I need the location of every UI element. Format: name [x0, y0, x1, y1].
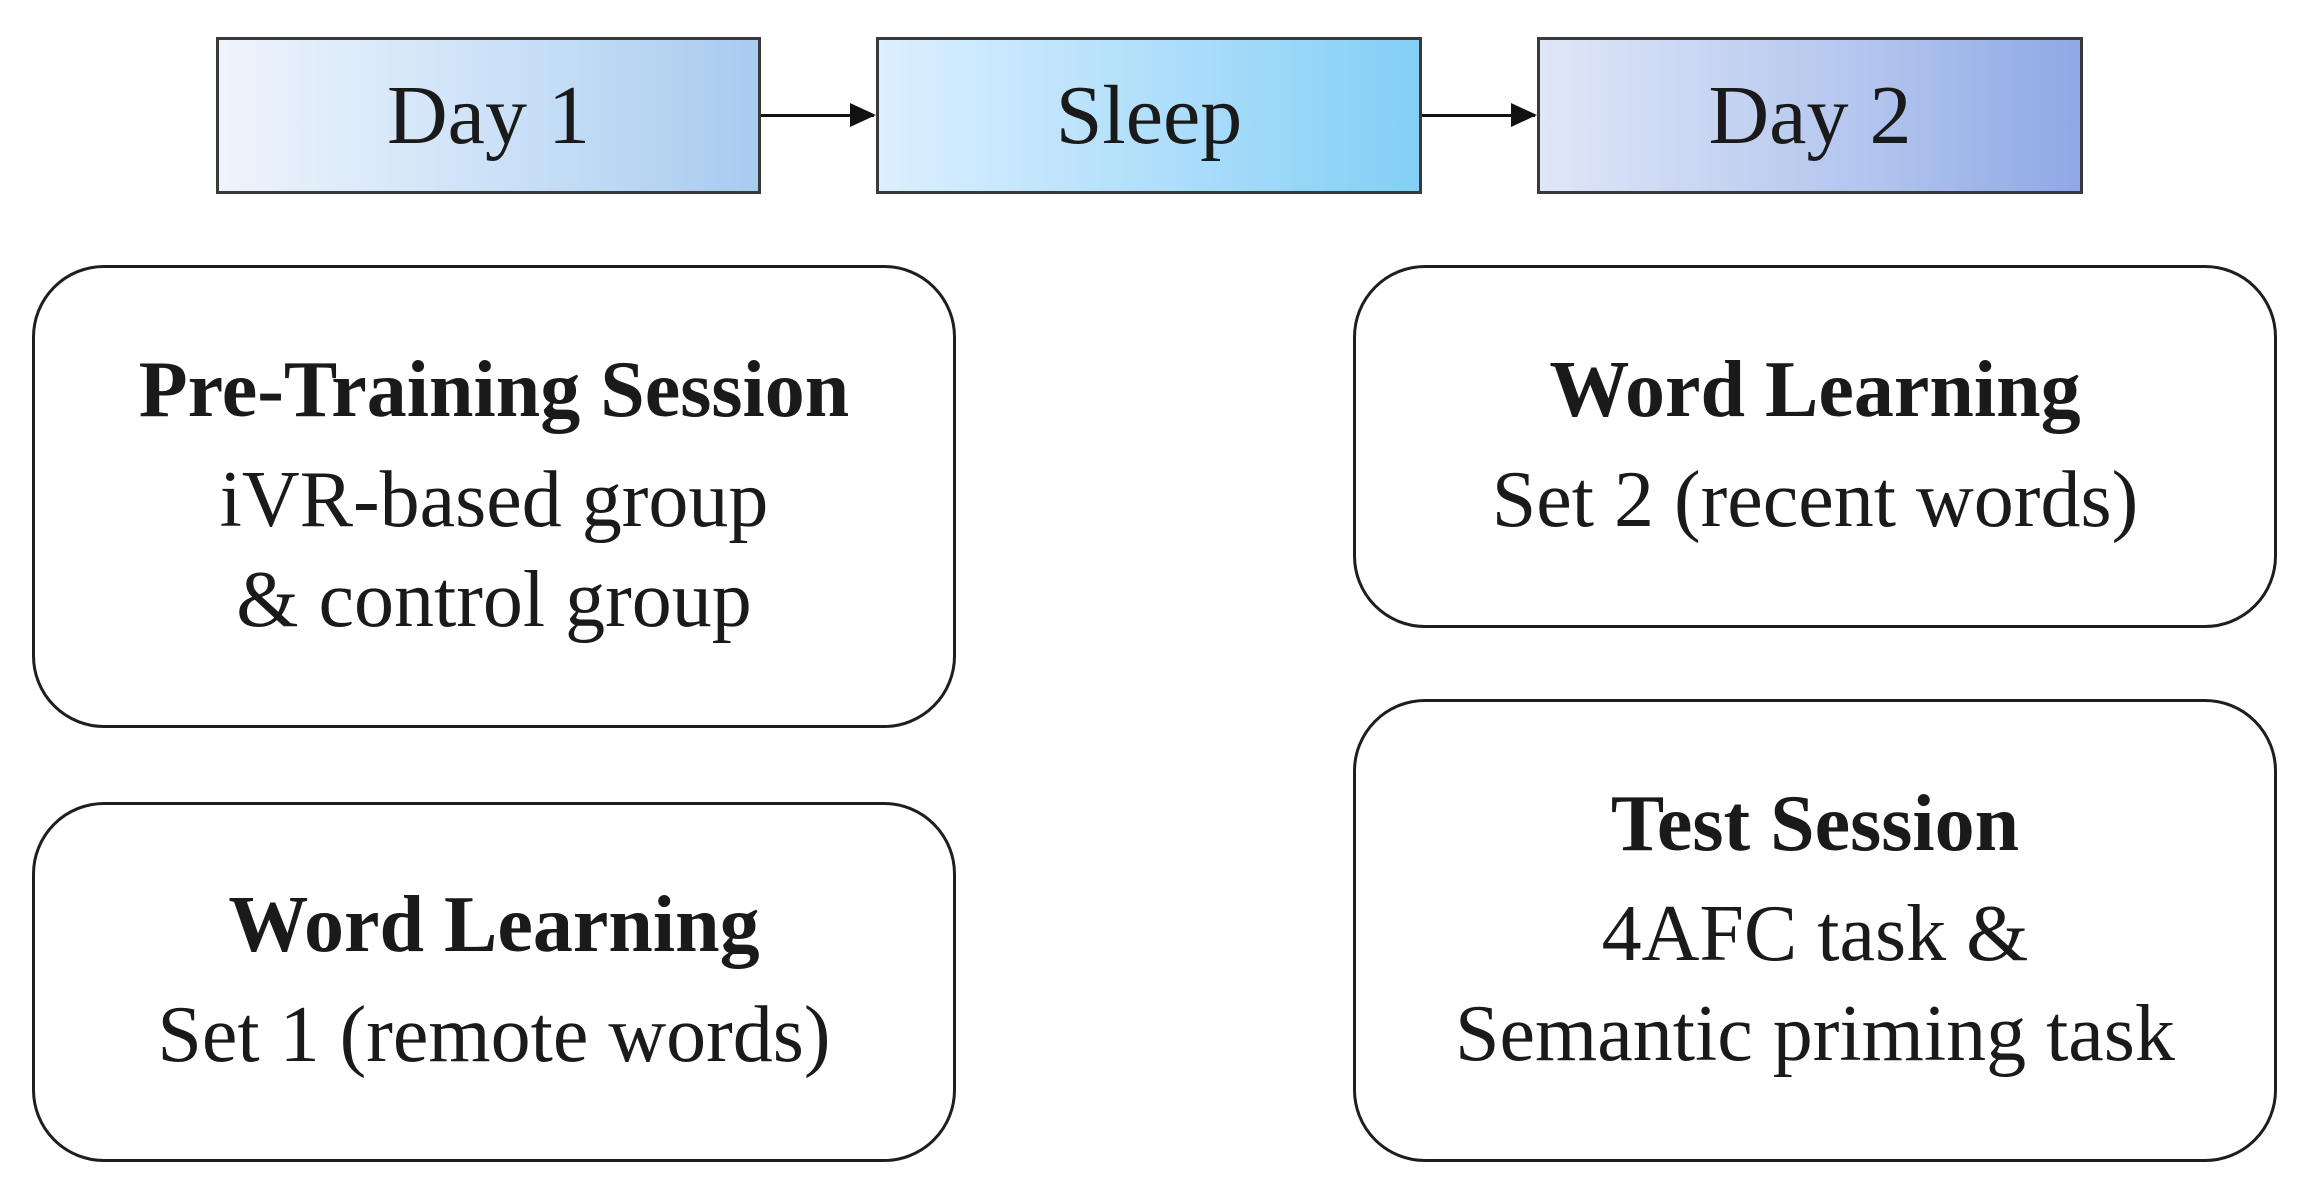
test-session-detail: 4AFC task & Semantic priming task [1455, 884, 2175, 1084]
day-1-box: Day 1 [216, 37, 761, 194]
day-1-label: Day 1 [387, 68, 590, 162]
word-learning-day2-detail: Set 2 (recent words) [1492, 450, 2138, 550]
test-session-detail-line-1: 4AFC task & [1601, 889, 2029, 978]
pre-training-title: Pre-Training Session [138, 345, 850, 434]
arrow-sleep-to-day2 [1422, 103, 1537, 127]
test-session-title: Test Session [1610, 779, 2020, 868]
sleep-label: Sleep [1055, 68, 1243, 162]
test-session-box: Test Session 4AFC task & Semantic primin… [1353, 699, 2277, 1162]
word-learning-day1-box: Word Learning Set 1 (remote words) [32, 802, 956, 1162]
pre-training-detail: iVR-based group & control group [220, 450, 769, 650]
pre-training-detail-line-1: iVR-based group [219, 455, 769, 544]
sleep-box: Sleep [876, 37, 1422, 194]
pre-training-session-box: Pre-Training Session iVR-based group & c… [32, 265, 956, 728]
word-learning-day2-title: Word Learning [1549, 345, 2081, 434]
word-learning-day2-detail-line-1: Set 2 (recent words) [1491, 455, 2139, 544]
word-learning-day1-detail-line-1: Set 1 (remote words) [157, 991, 831, 1079]
word-learning-day1-title: Word Learning [228, 881, 760, 969]
day-2-box: Day 2 [1537, 37, 2083, 194]
word-learning-day1-detail: Set 1 (remote words) [157, 985, 830, 1085]
word-learning-day2-box: Word Learning Set 2 (recent words) [1353, 265, 2277, 628]
pre-training-detail-line-2: & control group [236, 555, 752, 644]
day-2-label: Day 2 [1708, 68, 1912, 162]
arrow-day1-to-sleep [761, 103, 876, 127]
test-session-detail-line-2: Semantic priming task [1455, 989, 2175, 1078]
